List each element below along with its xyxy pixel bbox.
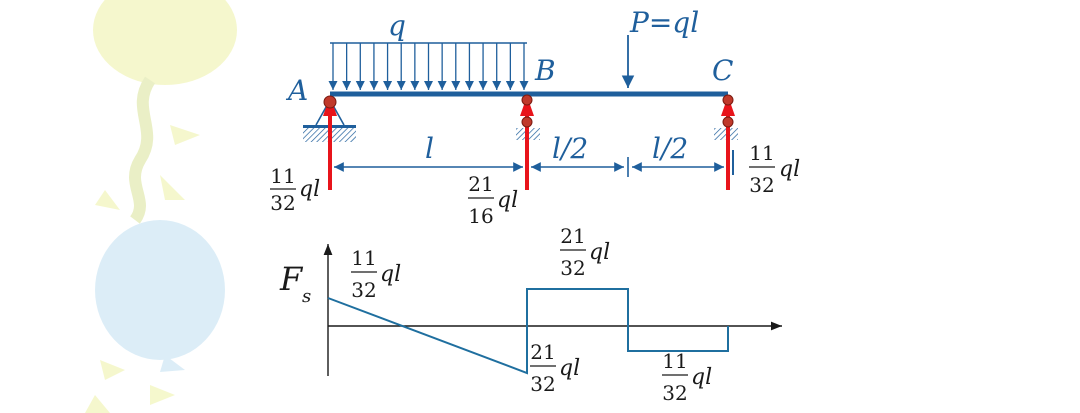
reaction-b-label: 21 16 ql	[468, 172, 518, 228]
blue-balloon	[95, 220, 225, 360]
yellow-ray	[100, 360, 125, 380]
shear-axis-label: F	[279, 260, 304, 298]
shear-vb-left-numerator: 21	[530, 340, 555, 364]
reaction-c-denominator: 32	[749, 173, 774, 197]
reaction-c-unit: ql	[779, 157, 800, 182]
distributed-load	[328, 42, 529, 90]
yellow-balloon	[93, 0, 237, 85]
shear-vb-left-unit: ql	[559, 356, 580, 381]
yellow-ray	[160, 175, 185, 200]
yellow-balloon-string	[129, 76, 156, 224]
blue-balloon-knot	[160, 355, 185, 372]
shear-va-unit: ql	[380, 262, 401, 287]
pins	[323, 94, 734, 128]
reaction-b-denominator: 16	[468, 204, 493, 228]
point-a-label: A	[285, 74, 308, 107]
point-c-label: C	[712, 54, 733, 87]
reaction-a-numerator: 11	[270, 164, 295, 188]
shear-va-denominator: 32	[351, 278, 376, 302]
shear-curve	[327, 288, 729, 375]
dimension-lines	[334, 157, 724, 177]
reaction-c-numerator: 11	[749, 141, 774, 165]
reaction-c-head	[721, 96, 735, 116]
reaction-b-numerator: 21	[468, 172, 493, 196]
shear-vc-left-label: 11 32 ql	[662, 349, 712, 405]
reaction-c-label: 11 32 ql	[749, 141, 800, 197]
dimension-p-c-label: l/2	[652, 132, 688, 165]
shear-va-numerator: 11	[351, 246, 376, 270]
yellow-ray	[95, 190, 120, 210]
shear-vb-right-label: 21 32 ql	[560, 224, 610, 280]
shear-vc-left-unit: ql	[691, 365, 712, 390]
point-b-label: B	[534, 54, 556, 87]
yellow-ray	[150, 385, 175, 405]
q-label: q	[388, 9, 406, 42]
dimension-b-p-label: l/2	[552, 132, 588, 165]
shear-vb-right-numerator: 21	[560, 224, 585, 248]
shear-axis-subscript: s	[302, 286, 311, 307]
shear-vb-left-denominator: 32	[530, 372, 555, 396]
reaction-b-head	[520, 96, 534, 116]
pin-b	[521, 94, 533, 106]
shear-vb-left-label: 21 32 ql	[530, 340, 580, 396]
shear-vb-right-denominator: 32	[560, 256, 585, 280]
background-decoration	[85, 0, 237, 413]
yellow-ray	[85, 395, 110, 413]
pin-a	[323, 95, 337, 109]
shear-va-label: 11 32 ql	[351, 246, 401, 302]
shear-vb-right-unit: ql	[589, 240, 610, 265]
shear-vc-left-denominator: 32	[662, 381, 687, 405]
reaction-a-denominator: 32	[270, 191, 295, 215]
reaction-b-unit: ql	[497, 188, 518, 213]
reaction-a-label: 11 32 ql	[270, 164, 320, 215]
p-label: P=ql	[629, 6, 699, 39]
reaction-a-unit: ql	[299, 177, 320, 202]
shear-vc-left-numerator: 11	[662, 349, 687, 373]
dimension-ab-label: l	[425, 132, 434, 165]
pin-c	[722, 94, 734, 106]
pin-b-lower	[521, 116, 533, 128]
yellow-ray	[170, 125, 200, 145]
pin-c-lower	[722, 116, 734, 128]
